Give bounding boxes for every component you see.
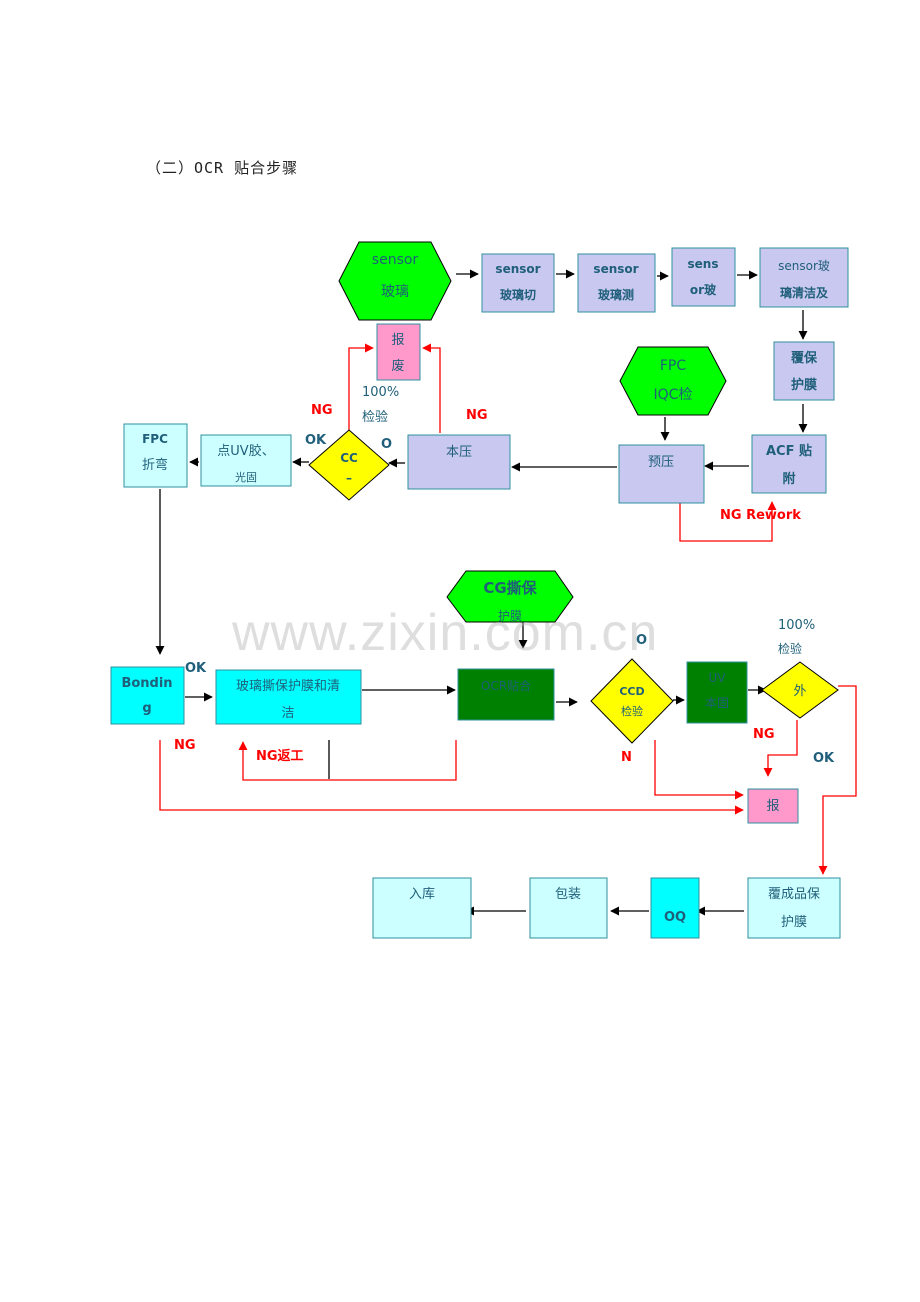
page-title: （二）OCR 贴合步骤 (146, 159, 299, 177)
scrap-box-top: 报 废 (376, 323, 421, 381)
rework-connectors (159, 343, 857, 875)
label-ng-rework-cn: NG返工 (256, 749, 304, 764)
svg-text:Bondin: Bondin (121, 676, 172, 691)
watermark: www.zixin.com.cn (232, 604, 659, 662)
protect-film-box: 覆保 护膜 (773, 341, 835, 401)
uv-glue-box: 点UV胶、 光固 (200, 434, 292, 487)
label-ng-left: NG (311, 403, 333, 418)
svg-text:外: 外 (793, 684, 806, 699)
svg-text:报: 报 (766, 799, 779, 814)
svg-text:玻璃: 玻璃 (381, 283, 409, 300)
svg-text:g: g (142, 701, 151, 716)
label-100pct-top: 100% (362, 385, 399, 400)
svg-text:or玻: or玻 (690, 282, 717, 297)
sensor-glass-hexagon: sensor 玻璃 (338, 241, 452, 321)
cc-check-diamond: CC – (308, 429, 390, 501)
pre-press-box: 预压 (618, 444, 705, 504)
svg-text:光固: 光固 (235, 470, 257, 484)
svg-text:检验: 检验 (621, 704, 643, 718)
glass-clean-box: sensor玻 璃清洁及 (759, 247, 849, 308)
label-o-cc: O (381, 437, 392, 452)
svg-text:洁: 洁 (281, 706, 294, 721)
svg-text:OQ: OQ (664, 910, 686, 925)
svg-text:–: – (346, 471, 352, 485)
svg-text:CCD: CCD (619, 685, 644, 698)
svg-text:本固: 本固 (705, 696, 729, 710)
svg-text:点UV胶、: 点UV胶、 (217, 443, 274, 459)
svg-text:IQC检: IQC检 (654, 387, 693, 403)
svg-text:玻璃撕保护膜和清: 玻璃撕保护膜和清 (236, 679, 340, 694)
edge-labels: 100% 检验 NG NG OK O NG Rework O OK NG NG返… (174, 385, 835, 766)
svg-text:覆成品保: 覆成品保 (768, 887, 820, 902)
svg-text:玻璃测: 玻璃测 (598, 287, 634, 302)
label-ok-bonding: OK (185, 661, 207, 676)
svg-text:护膜: 护膜 (498, 609, 522, 623)
svg-text:sensor: sensor (593, 262, 638, 276)
fpc-iqc-hexagon: FPC IQC检 (619, 346, 727, 416)
warehouse-box: 入库 (372, 877, 472, 939)
svg-text:sensor玻: sensor玻 (778, 259, 830, 273)
visual-check-diamond: 外 (761, 661, 839, 719)
svg-text:入库: 入库 (409, 886, 435, 902)
label-inspect-top: 检验 (362, 409, 388, 425)
label-inspect-bottom: 检验 (778, 641, 802, 656)
bonding-box: Bondin g (110, 666, 185, 725)
label-ok-cc: OK (305, 433, 327, 448)
svg-text:OCR贴合: OCR贴合 (481, 678, 531, 693)
svg-text:FPC: FPC (660, 358, 686, 374)
label-ng-rework: NG Rework (720, 508, 801, 523)
svg-text:覆保: 覆保 (791, 350, 818, 366)
label-ng-bonding: NG (174, 738, 196, 753)
label-ok-visual: OK (813, 751, 835, 766)
svg-text:璃清洁及: 璃清洁及 (780, 285, 829, 300)
flow-connectors (155, 269, 808, 916)
scrap-box-bottom: 报 (747, 788, 799, 824)
svg-text:ACF 贴: ACF 贴 (766, 443, 812, 459)
fpc-fold-box: FPC 折弯 (123, 423, 188, 488)
svg-text:附: 附 (782, 471, 795, 487)
label-n-ccd: N (621, 750, 632, 765)
packing-box: 包装 (529, 877, 608, 939)
svg-text:报: 报 (391, 333, 404, 348)
ccd-check-diamond: CCD 检验 (590, 658, 674, 744)
oq-box: OQ (650, 877, 700, 939)
glass-cut-box: sensor 玻璃切 (481, 253, 555, 313)
sens-glass-box: sens or玻 (671, 247, 736, 307)
svg-text:CC: CC (340, 451, 358, 465)
ocr-laminate-box: OCR贴合 (457, 668, 555, 721)
label-o-ccd: O (636, 633, 647, 648)
label-ng-visual: NG (753, 727, 775, 742)
svg-text:玻璃切: 玻璃切 (500, 287, 536, 302)
glass-test-box: sensor 玻璃测 (577, 253, 656, 313)
svg-text:折弯: 折弯 (142, 457, 168, 473)
svg-text:预压: 预压 (648, 455, 674, 470)
svg-text:sensor: sensor (372, 252, 419, 268)
svg-text:废: 废 (391, 358, 404, 374)
cg-peel-hexagon: CG撕保 护膜 (446, 570, 574, 623)
svg-text:sensor: sensor (495, 262, 540, 276)
svg-text:护膜: 护膜 (781, 915, 807, 930)
svg-text:sens: sens (688, 257, 719, 271)
uv-cure-box: UV 本固 (686, 661, 748, 724)
final-film-box: 覆成品保 护膜 (747, 877, 841, 939)
svg-text:本压: 本压 (446, 445, 472, 460)
svg-text:CG撕保: CG撕保 (483, 579, 537, 597)
svg-text:UV: UV (709, 671, 727, 685)
label-100pct-bottom: 100% (778, 618, 815, 633)
svg-text:护膜: 护膜 (791, 377, 817, 393)
label-ng-right: NG (466, 408, 488, 423)
svg-text:FPC: FPC (142, 432, 168, 446)
glass-peel-clean-box: 玻璃撕保护膜和清 洁 (215, 669, 362, 725)
svg-text:包装: 包装 (555, 887, 581, 902)
main-press-box: 本压 (407, 434, 511, 490)
acf-attach-box: ACF 贴 附 (751, 434, 827, 494)
